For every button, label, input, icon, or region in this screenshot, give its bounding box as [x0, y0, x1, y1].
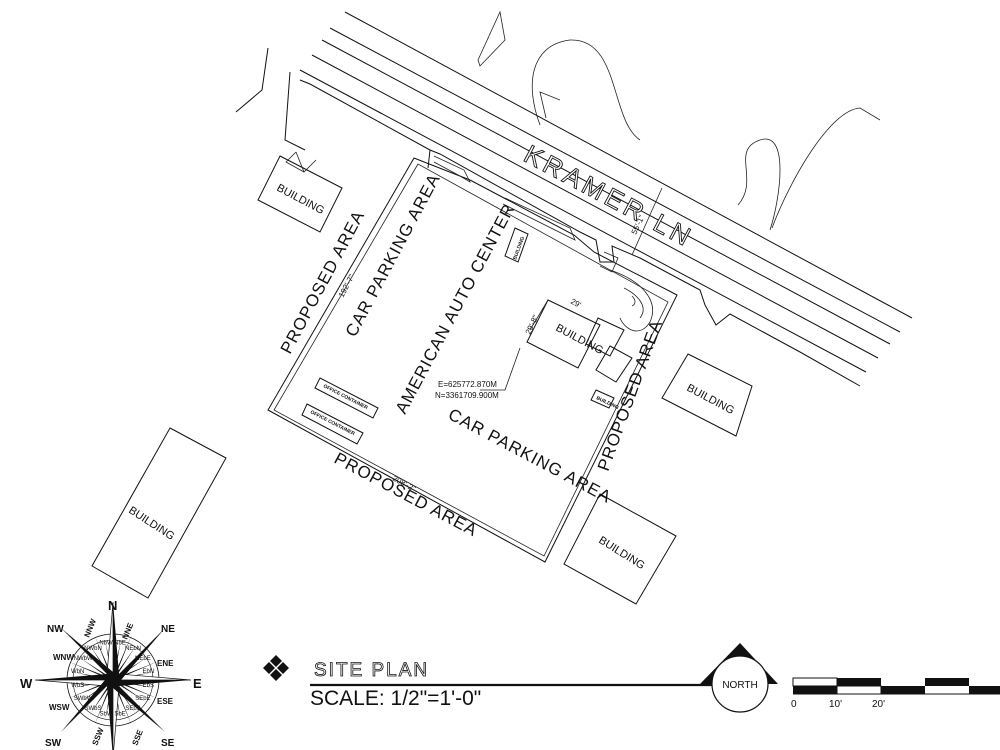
- building-se-label: BUILDING: [596, 534, 646, 572]
- building-main: [480, 299, 633, 391]
- scale-tick-0: 0: [791, 699, 797, 710]
- compass-sse: SSE: [131, 728, 146, 747]
- label-car-parking-south: CAR PARKING AREA: [445, 405, 615, 507]
- road-kramer-ln: [235, 10, 913, 387]
- compass-minor-label: EbN: [142, 669, 154, 675]
- building-e: [661, 353, 753, 437]
- compass-minor-label: NWbW: [74, 656, 93, 662]
- dimension-building-b: 29'-8": [524, 313, 541, 335]
- building-small: [504, 227, 529, 263]
- compass-minor-label: SbE: [114, 711, 125, 717]
- north-arrow-icon: [700, 643, 778, 713]
- site-boundary: [267, 155, 678, 563]
- title-block: SITE PLAN SCALE: 1/2"=1'-0" NORTH 0 10' …: [263, 643, 1000, 713]
- compass-minor-label: NbE: [114, 641, 126, 647]
- building-sw-label: BUILDING: [126, 504, 176, 542]
- compass-minor-label: NEbN: [125, 646, 141, 652]
- coordinate-e: E=625772.870M: [438, 380, 497, 389]
- compass-ese: ESE: [157, 697, 174, 706]
- compass-n: N: [108, 598, 117, 613]
- compass-minor-label: WbS: [71, 683, 84, 689]
- north-label: NORTH: [722, 680, 757, 691]
- compass-se: SE: [161, 738, 175, 749]
- compass-minor-label: NWbN: [84, 646, 102, 652]
- compass-ene: ENE: [157, 659, 174, 668]
- diamond-icon: [263, 655, 289, 681]
- building-nw-label: BUILDING: [275, 182, 327, 217]
- label-car-parking-north: CAR PARKING AREA: [342, 170, 444, 340]
- compass-minor-label: NEbE: [135, 656, 151, 662]
- scale-tick-10: 10': [829, 699, 842, 710]
- compass-nw: NW: [47, 624, 64, 635]
- compass-minor-label: SWbS: [84, 706, 101, 712]
- compass-nne: NNE: [121, 621, 136, 641]
- title-site-plan: SITE PLAN: [314, 660, 429, 681]
- compass-e: E: [193, 676, 202, 691]
- scale-tick-20: 20': [872, 699, 885, 710]
- compass-wnw: WNW: [53, 653, 74, 662]
- road-name: KRAMER LN: [519, 139, 699, 254]
- office-container-1-label: OFFICE CONTAINER: [322, 383, 369, 411]
- compass-w: W: [20, 676, 33, 691]
- compass-minor-label: SEbE: [135, 696, 150, 702]
- compass-minor-label: SWbW: [74, 696, 93, 702]
- compass-sw: SW: [45, 738, 62, 749]
- compass-ne: NE: [161, 624, 175, 635]
- building-tiny: [590, 389, 615, 409]
- compass-wsw: WSW: [49, 703, 70, 712]
- compass-minor-label: SEbS: [125, 706, 140, 712]
- coordinate-n: N=3361709.900M: [435, 391, 499, 400]
- title-scale: SCALE: 1/2"=1'-0": [310, 687, 481, 710]
- compass-rose: N S E W NW NE SW SE NNW NNE WNW ENE WSW …: [20, 598, 202, 750]
- label-proposed-east: PROPOSED AREA: [594, 317, 666, 473]
- building-se: [563, 493, 677, 605]
- building-main-label: BUILDING: [554, 322, 606, 357]
- office-container-2: [301, 403, 364, 445]
- building-nw: [257, 151, 343, 233]
- compass-minor-label: WbN: [71, 669, 84, 675]
- scale-bar: [792, 677, 1000, 695]
- compass-nnw: NNW: [83, 617, 99, 639]
- building-sw: [91, 427, 227, 599]
- compass-ssw: SSW: [91, 726, 106, 747]
- office-container-1: [314, 377, 379, 419]
- label-proposed-south: PROPOSED AREA: [331, 449, 481, 541]
- compass-minor-label: EbS: [143, 683, 154, 689]
- compass-minor-label: SbW: [99, 711, 112, 717]
- compass-minor-label: NbW: [99, 641, 113, 647]
- building-small-label: BUILDING: [512, 236, 526, 261]
- dimension-building-a: 29': [569, 297, 583, 310]
- building-e-label: BUILDING: [685, 382, 737, 417]
